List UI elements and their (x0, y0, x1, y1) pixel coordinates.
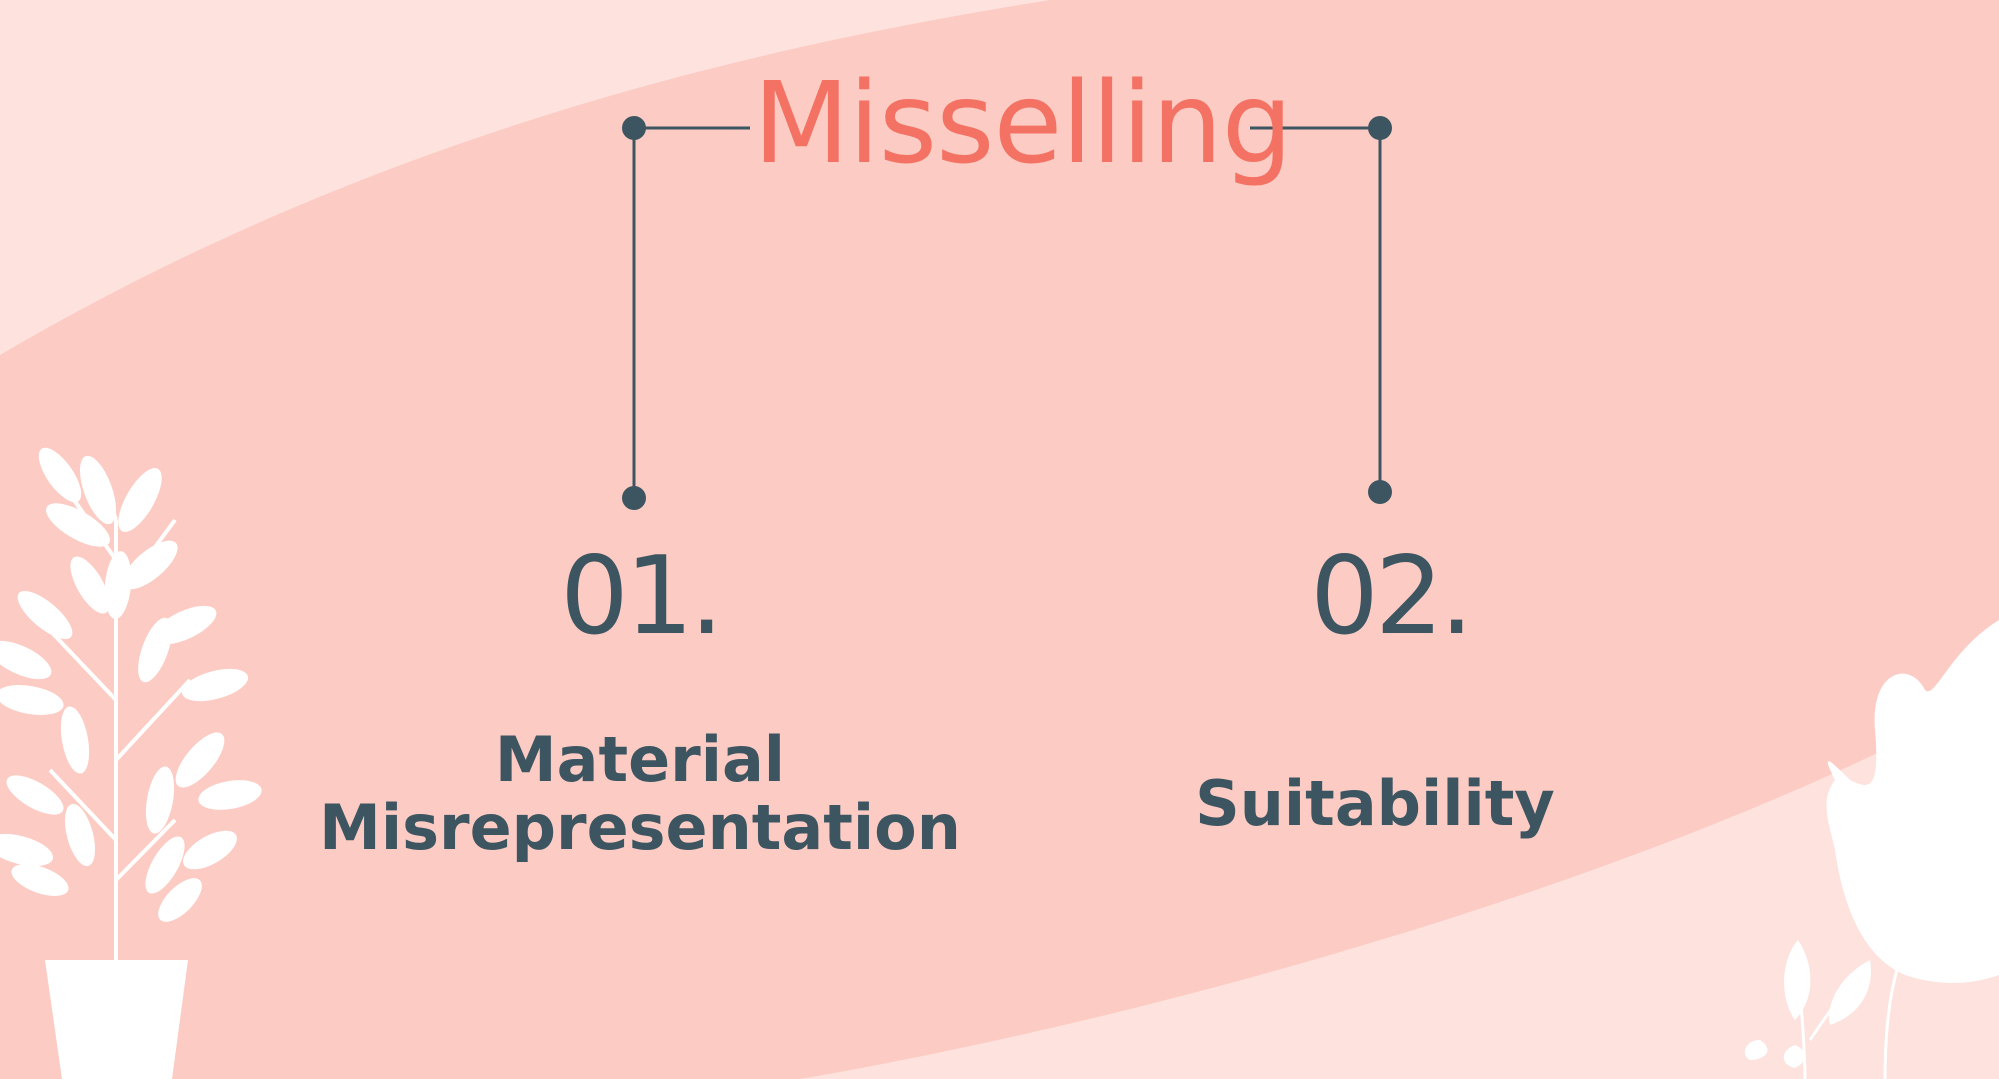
bracket-connector (632, 126, 1382, 498)
connector-dot-bottom-left (622, 486, 646, 510)
connector-dot-bottom-right (1368, 480, 1392, 504)
potted-plant-illustration (0, 447, 262, 1079)
item-label-text: Material Misrepresentation (319, 723, 961, 864)
item-label-material-misrepresentation: Material Misrepresentation (290, 726, 990, 862)
leaf-plant-illustration (1744, 620, 1999, 1079)
item-number-01: 01. (560, 534, 724, 659)
small-leaf-4 (1783, 1045, 1805, 1068)
connector-dot-top-right (1368, 116, 1392, 140)
item-number-02: 02. (1310, 534, 1474, 659)
large-leaf (1826, 620, 1999, 983)
plant-pot (45, 960, 188, 1079)
page-title: Misselling (753, 59, 1293, 189)
item-label-suitability: Suitability (1150, 770, 1600, 838)
item-label-text: Suitability (1195, 767, 1555, 840)
small-leaf-2 (1829, 960, 1871, 1025)
small-leaf-1 (1784, 940, 1811, 1020)
small-leaf-3 (1744, 1040, 1768, 1060)
connector-dot-top-left (622, 116, 646, 140)
